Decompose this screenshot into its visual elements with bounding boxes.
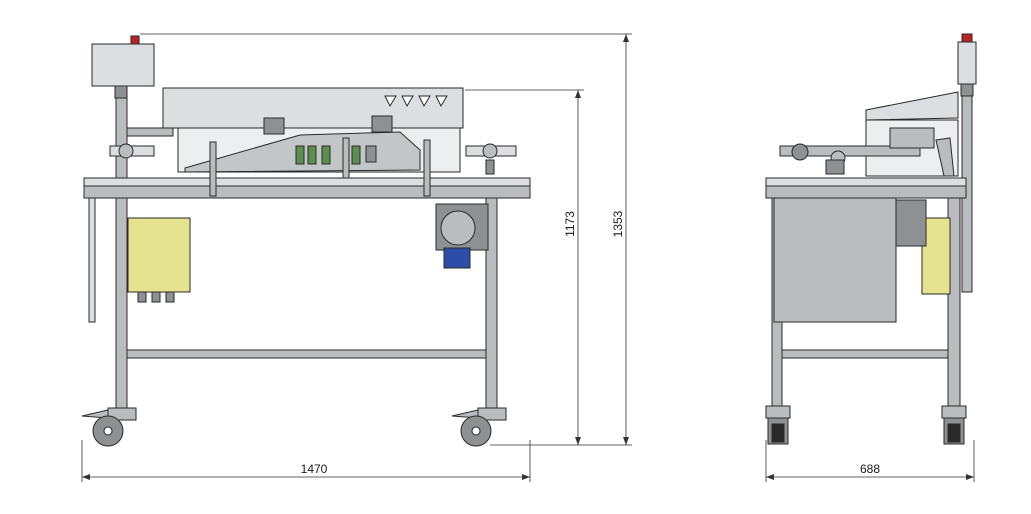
tabletop [83,177,531,199]
side-left-castor [765,405,791,445]
side-dimensions [765,440,975,482]
side-view [765,33,977,445]
side-electrical-panel [921,217,951,295]
control-box [91,35,155,99]
front-view [81,35,531,447]
bottom-crossbar [126,349,487,359]
side-bottom-crossbar [781,349,949,359]
motor [435,203,489,269]
side-control-box [957,33,977,97]
side-right-castor [941,405,967,445]
front-table-height-label: 1173 [563,211,577,237]
side-conveyor [779,91,959,177]
side-tabletop [765,177,967,199]
side-motor [895,199,927,247]
right-castor [451,407,507,447]
side-panel [773,197,897,323]
electrical-panel [127,217,191,303]
inner-mechanism [184,115,431,197]
left-castor [81,407,137,447]
side-rod [88,195,96,323]
clamps [109,127,517,175]
side-arrowheads [766,474,974,480]
front-dimensions [81,33,632,482]
front-width-label: 1470 [301,462,328,476]
front-total-height-label: 1353 [611,210,625,237]
side-width-label: 688 [860,462,880,476]
front-arrowheads [82,34,629,480]
